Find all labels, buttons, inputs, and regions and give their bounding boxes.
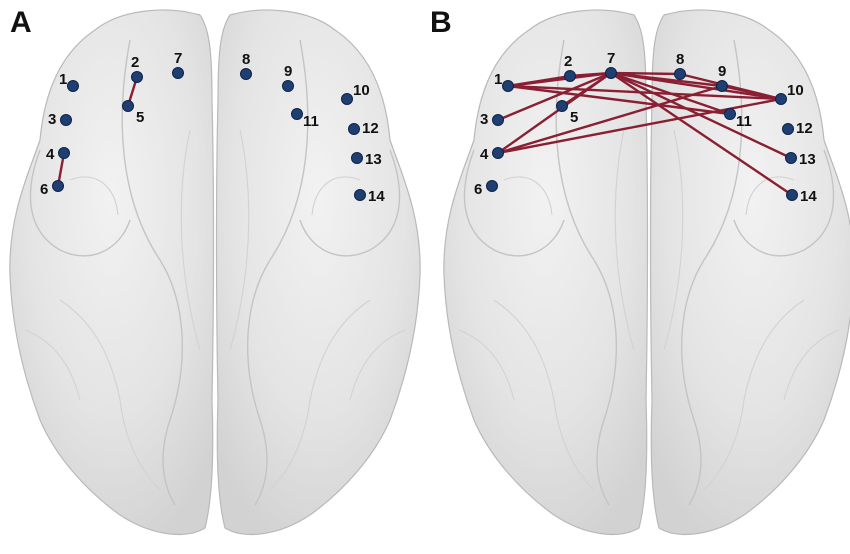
- edge-b-9-10: [720, 84, 783, 101]
- node-b-11: [724, 108, 736, 120]
- edge-b-4-10: [496, 97, 783, 155]
- node-b-14: [786, 189, 798, 201]
- node-a-13: [351, 152, 363, 164]
- node-a-11: [291, 108, 303, 120]
- node-a-10: [341, 93, 353, 105]
- node-a-5: [122, 100, 134, 112]
- node-a-7: [172, 67, 184, 79]
- edges-b: [496, 71, 794, 197]
- node-b-8: [674, 68, 686, 80]
- node-label-a-3: 3: [48, 111, 56, 128]
- node-b-6: [486, 180, 498, 192]
- edge-b-7-14: [609, 71, 794, 197]
- panel-b-letter: B: [430, 6, 452, 39]
- node-label-b-3: 3: [480, 111, 488, 128]
- node-b-4: [492, 147, 504, 159]
- node-b-5: [556, 100, 568, 112]
- node-label-b-2: 2: [564, 53, 572, 70]
- node-label-a-4: 4: [46, 146, 55, 163]
- node-b-10: [775, 93, 787, 105]
- node-b-1: [502, 80, 514, 92]
- node-label-a-6: 6: [40, 181, 48, 198]
- node-a-2: [131, 71, 143, 83]
- node-a-6: [52, 180, 64, 192]
- node-label-b-12: 12: [796, 120, 813, 137]
- node-a-12: [348, 123, 360, 135]
- edge-b-1-11: [506, 84, 732, 116]
- node-label-a-14: 14: [368, 188, 385, 205]
- node-label-a-2: 2: [131, 54, 139, 71]
- node-b-2: [564, 70, 576, 82]
- panel-a-letter: A: [10, 6, 32, 39]
- edge-b-5-7: [560, 71, 613, 108]
- node-a-1: [67, 80, 79, 92]
- node-label-a-13: 13: [365, 151, 382, 168]
- node-a-9: [282, 80, 294, 92]
- node-b-9: [716, 80, 728, 92]
- node-label-b-14: 14: [800, 188, 817, 205]
- edge-b-7-11: [609, 71, 732, 116]
- node-label-b-4: 4: [480, 146, 489, 163]
- node-label-b-7: 7: [607, 50, 615, 67]
- edge-b-1-7: [506, 71, 613, 88]
- node-label-a-11: 11: [303, 113, 319, 130]
- edge-b-3-7: [496, 71, 613, 122]
- node-b-13: [785, 152, 797, 164]
- node-a-3: [60, 114, 72, 126]
- node-label-a-9: 9: [284, 63, 292, 80]
- node-label-a-8: 8: [242, 51, 250, 68]
- node-label-a-10: 10: [353, 82, 370, 99]
- node-label-b-9: 9: [718, 63, 726, 80]
- node-label-a-7: 7: [174, 50, 182, 67]
- node-label-a-1: 1: [59, 71, 67, 88]
- node-a-14: [354, 189, 366, 201]
- edge-b-7-10: [609, 71, 783, 101]
- node-label-b-6: 6: [474, 181, 482, 198]
- edge-b-7-13: [609, 71, 793, 160]
- node-b-7: [605, 67, 617, 79]
- node-b-3: [492, 114, 504, 126]
- node-a-8: [240, 68, 252, 80]
- node-label-b-1: 1: [494, 71, 502, 88]
- node-b-12: [782, 123, 794, 135]
- edge-b-1-10: [506, 84, 783, 101]
- node-a-4: [58, 147, 70, 159]
- node-label-a-12: 12: [362, 120, 379, 137]
- node-label-b-8: 8: [676, 51, 684, 68]
- node-label-b-10: 10: [787, 82, 804, 99]
- node-label-b-13: 13: [799, 151, 816, 168]
- node-label-b-5: 5: [570, 109, 578, 126]
- node-label-b-11: 11: [736, 113, 752, 130]
- node-label-a-5: 5: [136, 109, 144, 126]
